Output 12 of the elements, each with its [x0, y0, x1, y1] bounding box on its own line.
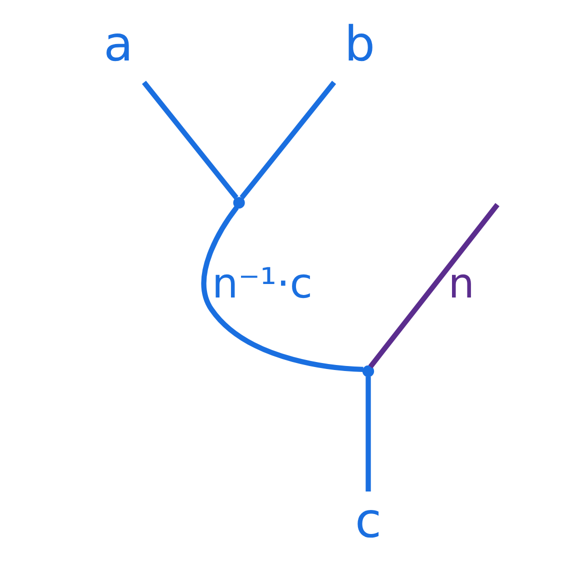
node-point	[362, 365, 374, 378]
connector	[141, 80, 238, 200]
edge-label: n	[448, 260, 474, 308]
edge-label: n⁻¹·c	[212, 260, 312, 308]
node-point	[232, 196, 244, 209]
node-text: c	[354, 493, 382, 550]
node-text: b	[344, 16, 374, 73]
connector	[239, 80, 336, 200]
node-text: a	[103, 16, 133, 73]
connector	[365, 376, 370, 492]
connector	[200, 206, 363, 372]
connector	[368, 203, 499, 368]
